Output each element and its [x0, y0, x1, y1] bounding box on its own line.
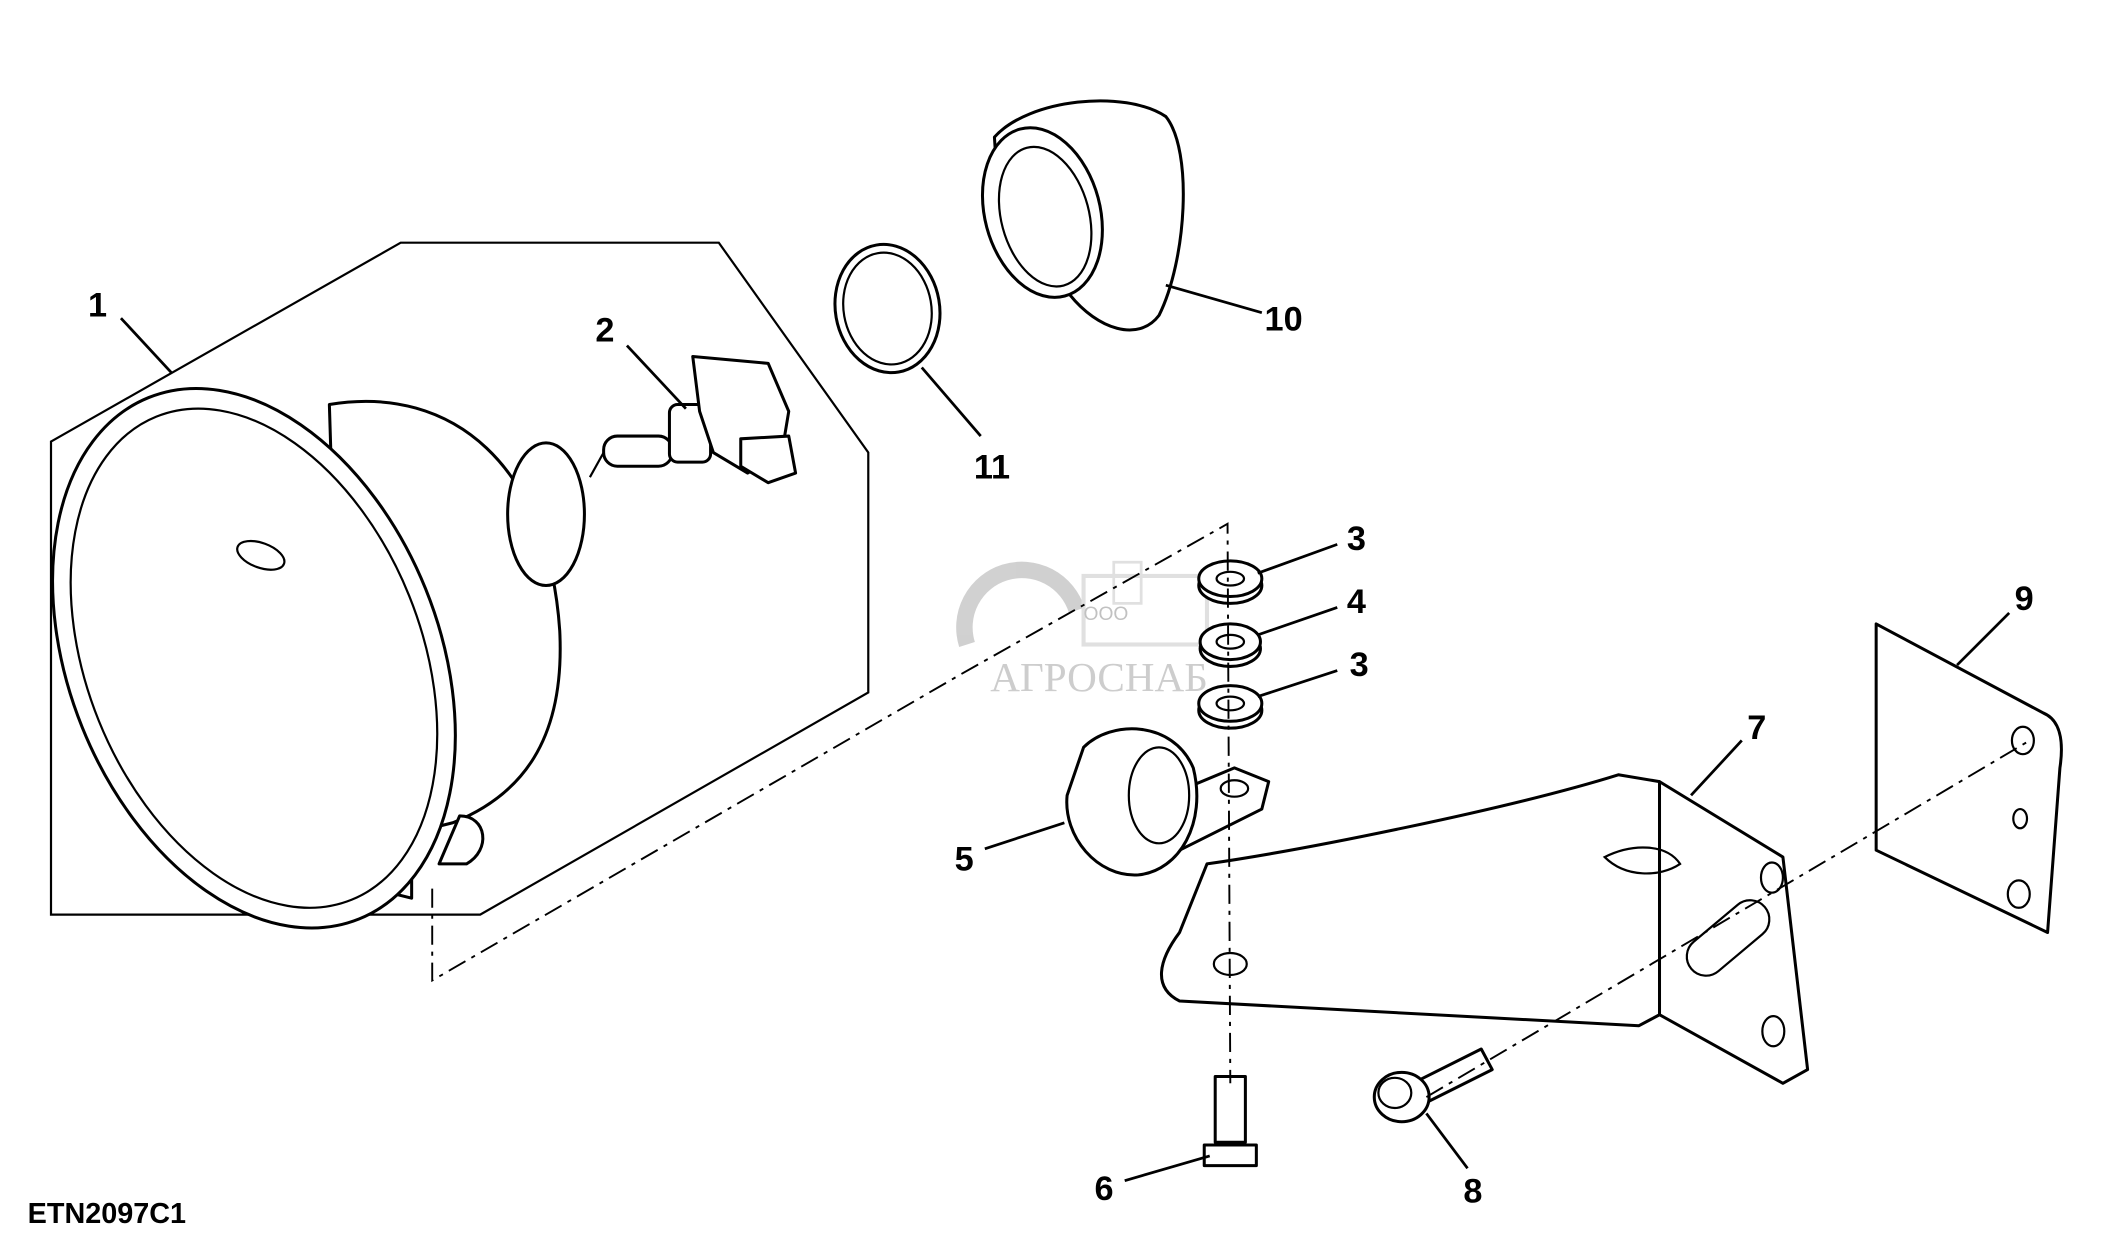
clamp: [1065, 727, 1271, 877]
callout-2: 2: [595, 311, 614, 349]
kit-outline: [49, 241, 870, 916]
washer-top: [1197, 559, 1264, 605]
o-ring: [833, 242, 942, 375]
watermark-prefix: ООО: [1084, 604, 1129, 625]
bolt-flange: [1372, 1047, 1494, 1124]
callout-10: 10: [1265, 300, 1303, 338]
reference-code: ETN2097C1: [28, 1198, 186, 1230]
callout-1: 1: [88, 287, 107, 325]
watermark-logo: ООО АГРОСНАБ: [956, 560, 1210, 700]
leader-lines: [119, 283, 2011, 1182]
callout-11: 11: [974, 449, 1010, 487]
washer-bottom: [1197, 684, 1264, 730]
headlight-assembly: [51, 386, 586, 930]
bolt-vertical: [1202, 1074, 1258, 1168]
bracket: [1160, 773, 1810, 1085]
callout-8: 8: [1463, 1173, 1482, 1211]
lock-washer: [1198, 622, 1262, 668]
callout-9: 9: [2015, 580, 2034, 618]
bulb: [588, 355, 798, 485]
callout-3-top: 3: [1347, 520, 1366, 558]
callout-7: 7: [1747, 709, 1766, 747]
cover: [980, 99, 1185, 332]
callout-6: 6: [1095, 1170, 1114, 1208]
callout-4: 4: [1347, 583, 1366, 621]
watermark-brand: АГРОСНАБ: [990, 654, 1208, 700]
callout-3-bottom: 3: [1350, 646, 1369, 684]
plate: [1874, 622, 2063, 934]
callout-5: 5: [955, 841, 974, 879]
